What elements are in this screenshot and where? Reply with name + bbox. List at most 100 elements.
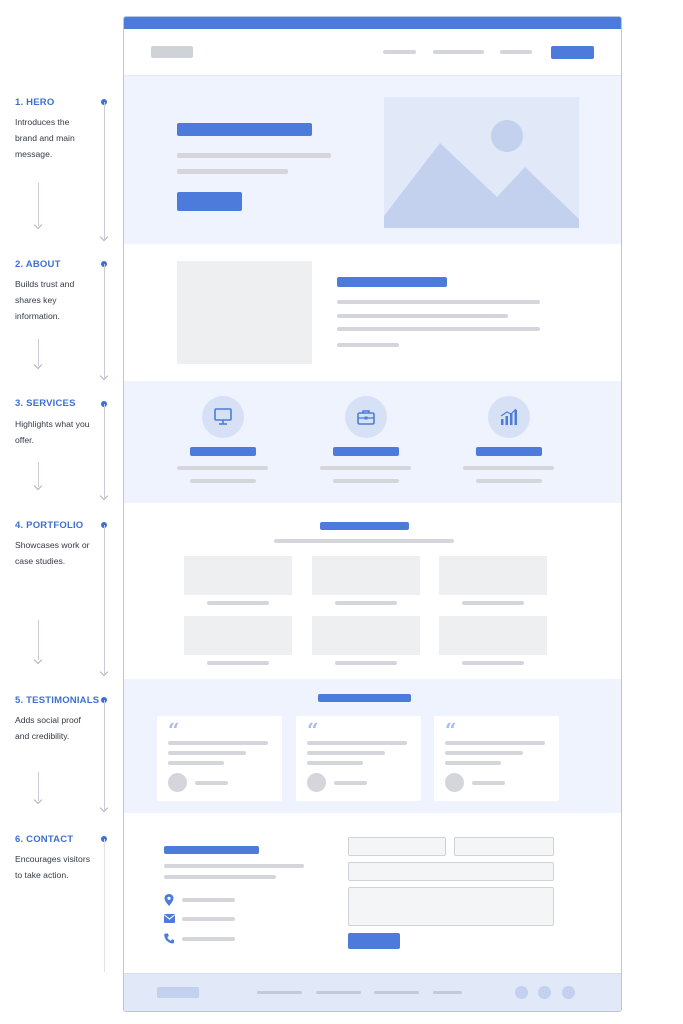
portfolio-heading <box>320 522 409 530</box>
portfolio-item-caption <box>207 661 269 665</box>
service-text-line <box>320 466 411 470</box>
avatar <box>445 773 464 792</box>
timeline-line <box>104 102 105 239</box>
testimonial-author <box>195 781 228 785</box>
contact-section <box>124 813 621 973</box>
quote-icon: “ <box>445 718 457 742</box>
testimonial-text-line <box>307 751 385 755</box>
location-pin-icon <box>164 894 174 906</box>
portfolio-item-caption <box>335 601 397 605</box>
testimonial-text-line <box>307 741 407 745</box>
testimonial-card: “ <box>157 716 282 801</box>
footer-logo-placeholder <box>157 987 199 998</box>
portfolio-item-image <box>184 556 292 595</box>
testimonial-text-line <box>168 761 224 765</box>
nav-link <box>500 50 532 54</box>
section-description-contact: Encourages visitors to take action. <box>15 854 90 880</box>
portfolio-section <box>124 503 621 679</box>
about-text-line <box>337 327 540 331</box>
email-icon <box>164 914 175 923</box>
social-icon <box>562 986 575 999</box>
arrow-down-icon <box>99 371 109 381</box>
footer <box>124 973 621 1011</box>
section-description-hero: Introduces the brand and main message. <box>15 117 75 159</box>
briefcase-icon <box>357 410 375 425</box>
arrow-down-icon <box>99 491 109 501</box>
service-text-line <box>463 466 554 470</box>
form-submit-button <box>348 933 400 949</box>
testimonials-section: “ “ “ <box>124 679 621 813</box>
footer-link <box>316 991 361 994</box>
hero-text-line <box>177 153 331 158</box>
testimonial-text-line <box>307 761 363 765</box>
footer-link <box>433 991 462 994</box>
contact-detail <box>182 937 235 941</box>
contact-heading <box>164 846 259 854</box>
section-title-services: 3. SERVICES <box>15 398 76 409</box>
arrow-line <box>38 183 39 226</box>
testimonial-text-line <box>445 741 545 745</box>
service-text-line <box>177 466 268 470</box>
nav-link <box>433 50 484 54</box>
service-icon-circle <box>488 396 530 438</box>
section-title-about: 2. ABOUT <box>15 259 61 270</box>
service-text-line <box>333 479 399 483</box>
quote-icon: “ <box>307 718 319 742</box>
services-section <box>124 381 621 503</box>
portfolio-item-caption <box>462 601 524 605</box>
browser-top-bar <box>124 17 621 29</box>
image-placeholder-icon <box>384 97 579 228</box>
timeline-line <box>104 525 105 674</box>
section-title-hero: 1. HERO <box>15 97 55 108</box>
section-title-contact: 6. CONTACT <box>15 834 74 845</box>
timeline-line <box>104 404 105 498</box>
hero-heading <box>177 123 312 136</box>
contact-text-line <box>164 864 304 868</box>
section-description-about: Builds trust and shares key information. <box>15 279 75 321</box>
service-icon-circle <box>202 396 244 438</box>
testimonial-text-line <box>445 761 501 765</box>
arrow-down-icon <box>33 655 43 665</box>
header-nav <box>124 29 621 76</box>
contact-detail <box>182 917 235 921</box>
testimonial-author <box>334 781 367 785</box>
monitor-icon <box>214 408 232 425</box>
arrow-line <box>38 620 39 660</box>
contact-detail <box>182 898 235 902</box>
form-message-field <box>348 887 554 926</box>
arrow-line <box>38 462 39 487</box>
form-subject-field <box>348 862 554 881</box>
arrow-down-icon <box>33 220 43 230</box>
section-title-portfolio: 4. PORTFOLIO <box>15 520 84 531</box>
arrow-down-icon <box>33 360 43 370</box>
nav-link <box>383 50 416 54</box>
about-text-line <box>337 343 399 347</box>
service-text-line <box>476 479 542 483</box>
logo-placeholder <box>151 46 193 58</box>
service-title <box>476 447 542 456</box>
arrow-line <box>38 772 39 801</box>
footer-link <box>257 991 302 994</box>
contact-text-line <box>164 875 276 879</box>
testimonial-card: “ <box>434 716 559 801</box>
portfolio-item-caption <box>462 661 524 665</box>
section-title-testimonials: 5. TESTIMONIALS <box>15 695 100 706</box>
portfolio-item-caption <box>207 601 269 605</box>
form-email-field <box>454 837 554 856</box>
arrow-down-icon <box>99 803 109 813</box>
section-description-services: Highlights what you offer. <box>15 419 90 445</box>
portfolio-item-image <box>312 556 420 595</box>
arrow-down-icon <box>99 232 109 242</box>
arrow-line <box>38 339 39 366</box>
section-description-portfolio: Showcases work or case studies. <box>15 540 90 566</box>
phone-icon <box>164 933 174 944</box>
about-heading <box>337 277 447 287</box>
service-icon-circle <box>345 396 387 438</box>
timeline-line <box>104 700 105 810</box>
timeline-line <box>104 839 105 972</box>
bar-chart-icon <box>500 408 517 425</box>
service-title <box>333 447 399 456</box>
testimonials-heading <box>318 694 411 702</box>
hero-text-line <box>177 169 288 174</box>
arrow-down-icon <box>33 481 43 491</box>
